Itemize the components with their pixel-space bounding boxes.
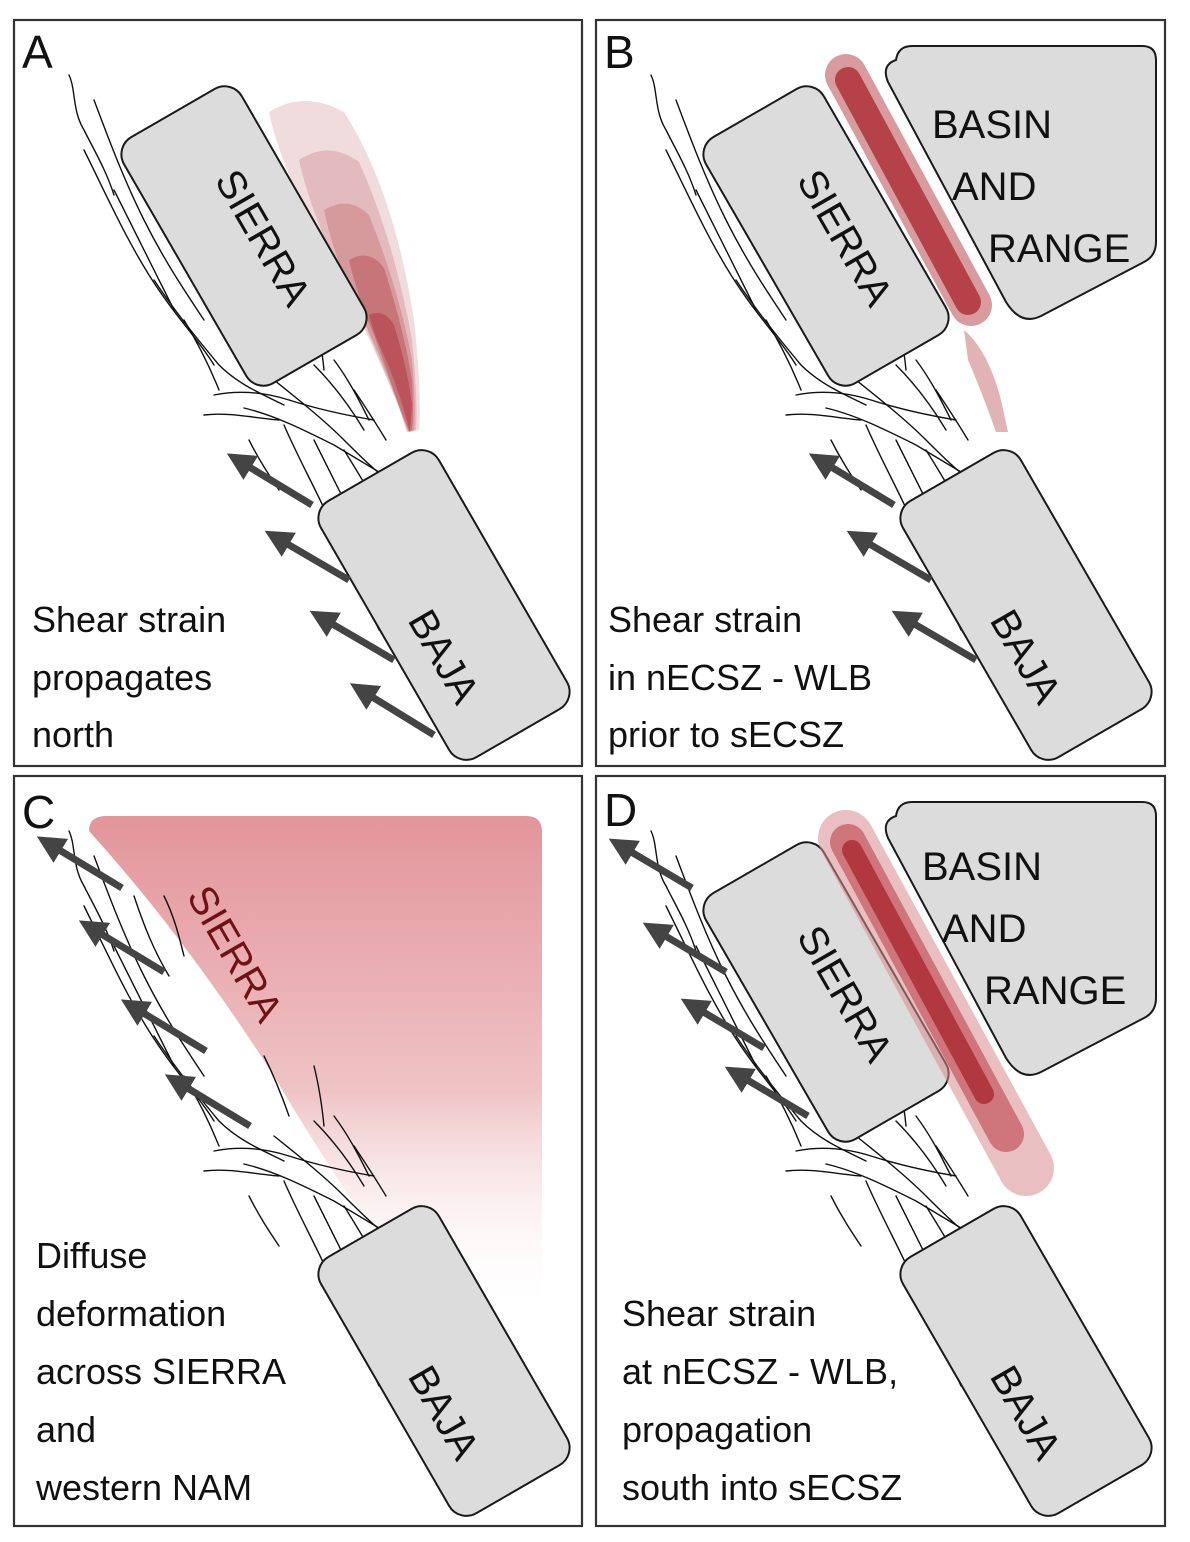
motion-arrow xyxy=(164,1074,252,1129)
panel-d: D SIERRA BASIN AND RANGE BAJA Shear stra… xyxy=(594,774,1167,1528)
motion-arrow xyxy=(846,530,933,584)
panel-b-basin-label-3: RANGE xyxy=(988,227,1130,271)
motion-arrow xyxy=(78,920,166,975)
panel-d-basin-label-1: BASIN xyxy=(922,845,1042,889)
motion-arrow xyxy=(36,836,124,891)
panel-c-arrows xyxy=(36,836,252,1129)
panel-a-frame xyxy=(12,18,584,768)
caption-line: Diffuse xyxy=(36,1235,147,1276)
motion-arrow xyxy=(642,922,728,976)
caption-line: in nECSZ - WLB xyxy=(608,657,872,698)
motion-arrow xyxy=(724,1066,810,1120)
panel-c-strain-zone xyxy=(89,816,542,1316)
panel-d-frame xyxy=(594,774,1167,1528)
caption-line: Shear strain xyxy=(622,1293,816,1334)
caption-line: prior to sECSZ xyxy=(608,714,844,755)
panel-b-caption: Shear strain in nECSZ - WLB prior to sEC… xyxy=(608,599,872,755)
panel-b-baja-block xyxy=(892,441,1160,769)
panel-d-arrows xyxy=(608,838,810,1120)
panel-b-strain-zone xyxy=(825,54,1008,432)
panel-a-letter: A xyxy=(22,26,53,78)
panel-d-baja-block xyxy=(892,1197,1160,1525)
panel-b-frame xyxy=(594,18,1167,768)
motion-arrow xyxy=(808,453,896,508)
caption-line: propagates xyxy=(32,657,212,698)
motion-arrow xyxy=(349,683,436,738)
panel-a-arrows xyxy=(226,453,436,738)
caption-line: at nECSZ - WLB, xyxy=(622,1351,898,1392)
panel-b: B SIERRA BASIN AND RANGE BAJA Shear stra… xyxy=(594,18,1167,769)
caption-line: across SIERRA xyxy=(36,1351,286,1392)
caption-line: propagation xyxy=(622,1409,812,1450)
panel-d-letter: D xyxy=(604,784,637,836)
panel-a-baja-block xyxy=(310,441,578,769)
panel-b-basin-label-2: AND xyxy=(952,165,1036,209)
caption-line: Shear strain xyxy=(32,599,226,640)
caption-line: south into sECSZ xyxy=(622,1467,902,1508)
caption-line: Shear strain xyxy=(608,599,802,640)
caption-line: western NAM xyxy=(35,1467,252,1508)
motion-arrow xyxy=(226,453,314,508)
panel-a-caption: Shear strain propagates north xyxy=(32,599,226,755)
panel-b-basin-label-1: BASIN xyxy=(932,103,1052,147)
panel-b-arrows xyxy=(808,453,978,664)
motion-arrow xyxy=(680,998,766,1052)
motion-arrow xyxy=(120,999,208,1054)
panel-a: A SIERRA BAJA Shear strain propagates no… xyxy=(12,18,584,769)
motion-arrow xyxy=(309,610,396,664)
panel-c-caption: Diffuse deformation across SIERRA and we… xyxy=(35,1235,286,1508)
panel-d-strain-zone xyxy=(818,810,1054,1196)
motion-arrow xyxy=(264,530,351,584)
motion-arrow xyxy=(608,838,694,892)
caption-line: north xyxy=(32,714,114,755)
motion-arrow xyxy=(891,610,978,664)
panel-d-caption: Shear strain at nECSZ - WLB, propagation… xyxy=(622,1293,902,1508)
panel-b-letter: B xyxy=(604,26,635,78)
panel-d-basin-label-3: RANGE xyxy=(984,969,1126,1013)
caption-line: deformation xyxy=(36,1293,226,1334)
panel-c-frame xyxy=(12,774,584,1528)
panel-c: C SIERRA BAJA Diffuse deformation across… xyxy=(12,774,584,1528)
panel-c-letter: C xyxy=(22,786,55,838)
panel-a-strain-zone xyxy=(269,101,420,432)
panel-d-basin-label-2: AND xyxy=(942,907,1026,951)
caption-line: and xyxy=(36,1409,96,1450)
